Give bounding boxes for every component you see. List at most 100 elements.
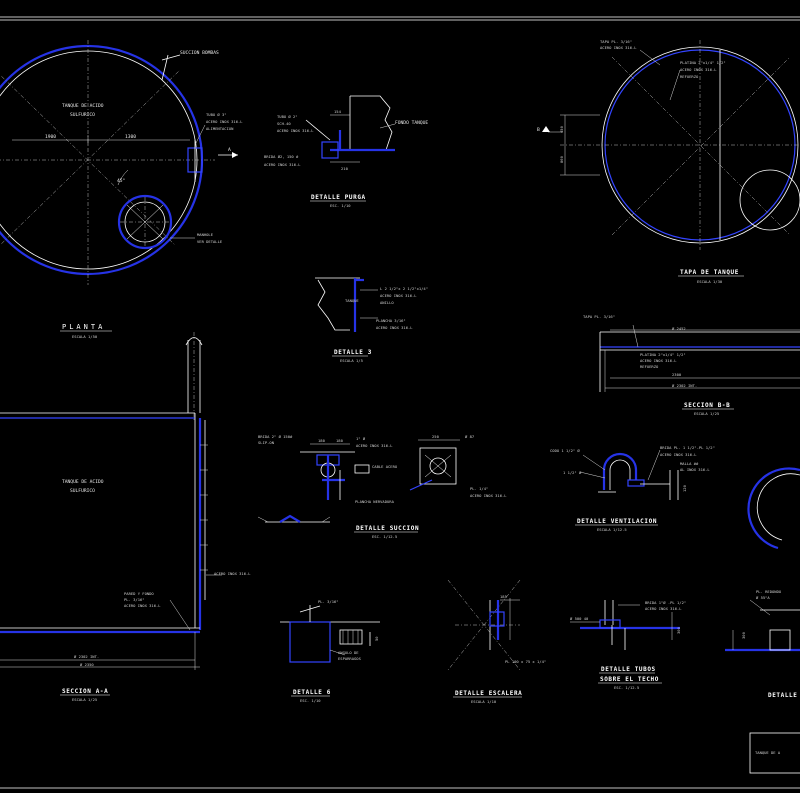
dim-120: 120 bbox=[682, 484, 687, 492]
label-tubo-2b: 1" Ø bbox=[356, 436, 366, 441]
label-tapa-pl-b: TAPA PL. 3/16" bbox=[583, 314, 615, 319]
label-alimentacion: ALIMENTACION bbox=[206, 126, 234, 131]
label-sch-80: SLIP-ON bbox=[258, 440, 275, 445]
title-detalle-ventilacion: DETALLE VENTILACION bbox=[577, 518, 657, 525]
title-detalle-purga: DETALLE PURGA bbox=[311, 194, 366, 201]
label-plancha-nervadura: PLANCHA NERVADURA bbox=[355, 499, 395, 504]
label-tubo-3: TUBO Ø 3" bbox=[206, 112, 227, 117]
title-detalle-succion: DETALLE SUCCION bbox=[356, 525, 419, 532]
label-acero-inox-3: ACERO INOX 316-L bbox=[376, 325, 413, 330]
label-manhole: MANHOLE bbox=[197, 232, 214, 237]
label-tubo-1-5: 1 1/2" Ø bbox=[563, 470, 582, 475]
label-acero-inox-b2: ACERO INOX 316-L bbox=[640, 358, 677, 363]
label-ver-detalle: VER DETALLE bbox=[197, 239, 223, 244]
scale-escalera: ESCALA 1/10 bbox=[471, 699, 497, 704]
label-pl-3-16: PL. 3/16" bbox=[124, 597, 145, 602]
dim-210: 210 bbox=[341, 166, 349, 171]
scale-seccion-aa: ESCALA 1/25 bbox=[72, 697, 97, 702]
scale-tapa-tanque: ESCALA 1/30 bbox=[697, 279, 723, 284]
label-acero-inox-b: ACERO INOX 316-L bbox=[277, 128, 314, 133]
dim-2452: Ø 2452 bbox=[672, 326, 686, 331]
title-detalle-3: DETALLE 3 bbox=[334, 349, 372, 356]
dim-180: 180 bbox=[318, 438, 326, 443]
label-anillo: ANILLO bbox=[380, 300, 394, 305]
partial-detalle-bottom bbox=[725, 599, 800, 652]
label-tubo-2: TUBO Ø 2" bbox=[277, 114, 298, 119]
title-detalle-escalera: DETALLE ESCALERA bbox=[455, 690, 522, 697]
title-seccion-aa: SECCION A-A bbox=[62, 688, 108, 695]
partial-detalle-right bbox=[747, 467, 800, 550]
scale-detalle-6: ESC. 1/10 bbox=[300, 698, 321, 703]
label-le-angle: L 2 1/2"x 2 1/2"x1/4" bbox=[380, 286, 428, 291]
label-refuerzo: REFUERZO bbox=[680, 74, 699, 79]
title-detalle-tubos-1: DETALLE TUBOS bbox=[601, 666, 656, 673]
scale-seccion-bb: ESCALA 1/25 bbox=[694, 411, 719, 416]
label-succion-bombas: SUCCION BOMBAS bbox=[180, 50, 219, 56]
label-esparragos: ESPARRAGOS bbox=[338, 656, 362, 661]
label-tapa-pl: TAPA PL. 3/16" bbox=[600, 39, 632, 44]
detalle-ventilacion-view bbox=[579, 449, 679, 500]
title-detalle-partial: DETALLE bbox=[768, 692, 798, 699]
angle-45: 45° bbox=[117, 178, 126, 184]
label-tanque-title-4: SULFURICO bbox=[70, 488, 95, 494]
label-pl-3-16b: PL. 3/16" bbox=[318, 599, 339, 604]
label-tanque-title-3: TANQUE DE ACIDO bbox=[62, 479, 104, 485]
scale-tubos: ESC. 1/12.5 bbox=[614, 685, 639, 690]
label-acero-inox-8: AL INOX 316-L bbox=[680, 467, 710, 472]
section-arrow-a: A bbox=[228, 147, 231, 153]
detalle-3-view bbox=[315, 277, 378, 332]
scale-detalle-3: ESCALA 1/5 bbox=[340, 358, 363, 363]
label-brida-150b: BRIDA 2" Ø 150# bbox=[258, 434, 293, 439]
dim-1300: 1300 bbox=[125, 134, 136, 140]
scale-planta: ESCALA 1/50 bbox=[72, 334, 98, 339]
label-fondo-tanque: FONDO TANQUE bbox=[395, 120, 428, 126]
label-acero-inox-5: ACERO INOX 316-L bbox=[356, 443, 393, 448]
planta-view: A bbox=[0, 40, 238, 285]
label-brida-ventil: BRIDA PL. 1 1/2"-PL 1/2" bbox=[660, 445, 715, 450]
dim-50: 50 bbox=[374, 636, 379, 641]
dim-860: 860 bbox=[559, 155, 564, 163]
label-refuerzo-b: REFUERZO bbox=[640, 364, 659, 369]
label-codo: CODO 1 1/2" Ø bbox=[550, 448, 580, 453]
seccion-aa-view bbox=[0, 332, 222, 670]
label-acero-inox-4: ACERO INOX 316-L bbox=[124, 603, 161, 608]
label-acero-inox-side: ACERO INOX 316-L bbox=[214, 571, 251, 576]
dim-250: 250 bbox=[432, 434, 440, 439]
dim-2302: Ø 2302 INT. bbox=[672, 383, 697, 388]
label-acero-inox-tapa: ACERO INOX 316-L bbox=[600, 45, 637, 50]
tapa-tanque-view bbox=[542, 40, 800, 250]
dim-87: Ø 87 bbox=[465, 434, 474, 439]
title-detalle-tubos-2: SOBRE EL TECHO bbox=[600, 676, 659, 683]
label-tanque-title-2: SULFURICO bbox=[70, 112, 95, 118]
label-acero-inox-7: ACERO INOX 316-L bbox=[660, 452, 697, 457]
detalle-tubos-view bbox=[570, 600, 680, 650]
label-pl-1-4: PL. 1/4" bbox=[470, 486, 488, 491]
scale-succion: ESC. 1/12.5 bbox=[372, 534, 397, 539]
dim-2350: Ø 2350 bbox=[80, 662, 94, 667]
dim-1900: 1900 bbox=[45, 134, 56, 140]
dim-500: Ø 500 40 bbox=[570, 616, 589, 621]
label-plancha: PLANCHA 3/16" bbox=[376, 318, 406, 323]
label-acero-inox-9: ACERO INOX 316-L bbox=[645, 606, 682, 611]
detalle-6-view bbox=[280, 605, 380, 663]
dim-2300: 2300 bbox=[672, 372, 682, 377]
dim-2302-int: Ø 2302 INT. bbox=[74, 654, 99, 659]
label-acero-inox-tapa2: ACERO INOX 316-L bbox=[680, 67, 717, 72]
label-brida-150: BRIDA Ø2, 150 # bbox=[264, 154, 299, 159]
title-block bbox=[749, 732, 800, 774]
label-cable-acero: CABLE ACERO bbox=[372, 464, 398, 469]
detalle-escalera-view bbox=[447, 579, 521, 671]
label-brida-tubo: BRIDA 1"Ø -PL 1/2" bbox=[645, 600, 686, 605]
seccion-bb-view bbox=[599, 324, 800, 392]
scale-purga: ESC. 1/10 bbox=[330, 203, 351, 208]
dim-300: 300 bbox=[676, 626, 681, 634]
title-block-text: TANQUE DE A bbox=[755, 750, 781, 755]
label-angulo: ANGULO DE bbox=[338, 650, 359, 655]
scale-ventilacion: ESCALA 1/12.5 bbox=[597, 527, 627, 532]
label-malla: MALLA ## bbox=[680, 461, 699, 466]
drawing-frame bbox=[0, 16, 800, 789]
title-seccion-bb: SECCION B-B bbox=[684, 402, 730, 409]
label-tanque-small: TANQUE bbox=[345, 298, 359, 303]
detalle-succion-view bbox=[257, 439, 460, 523]
